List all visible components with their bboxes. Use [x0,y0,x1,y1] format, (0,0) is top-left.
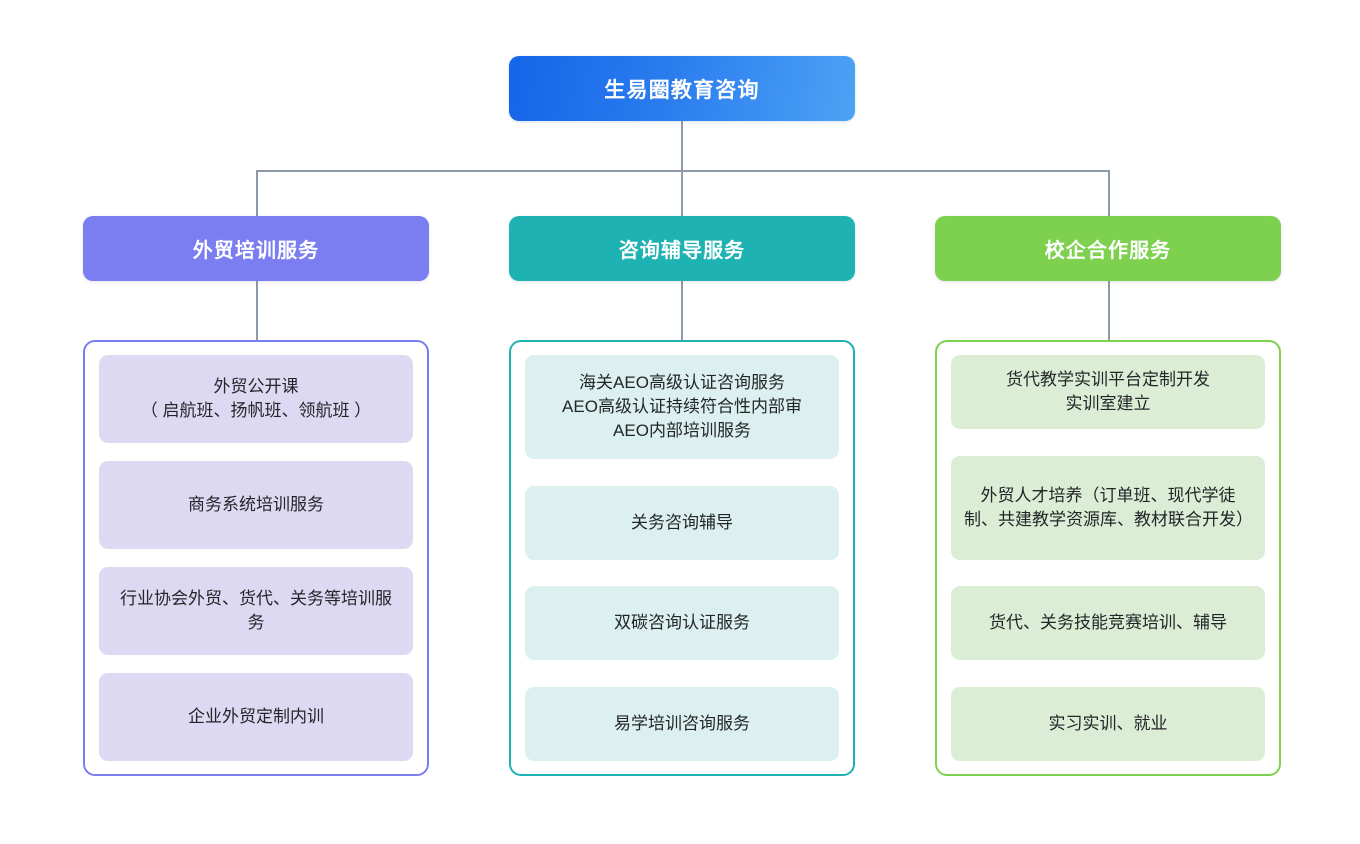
connector-horizontal-bus [256,170,1109,172]
list-item[interactable]: 实习实训、就业 [951,686,1265,761]
list-item[interactable]: 双碳咨询认证服务 [525,586,839,661]
connector-root-stem [681,121,683,171]
branch-header-label: 外贸培训服务 [192,240,320,262]
connector-drop-branch-3 [1108,170,1110,216]
branch-header-label: 校企合作服务 [1044,240,1172,262]
branch-column-consulting-tutoring: 咨询辅导服务 海关AEO高级认证咨询服务 AEO高级认证持续符合性内部审 AEO… [509,216,855,776]
connector-header-to-list-3 [1108,281,1110,340]
branch-column-foreign-trade-training: 外贸培训服务 外贸公开课 （ 启航班、扬帆班、领航班 ） 商务系统培训服务 行业… [83,216,429,776]
list-item[interactable]: 外贸人才培养（订单班、现代学徒制、共建教学资源库、教材联合开发） [951,455,1265,560]
branch-item-list-3: 货代教学实训平台定制开发 实训室建立 外贸人才培养（订单班、现代学徒制、共建教学… [935,340,1281,776]
branch-header-school-enterprise-cooperation[interactable]: 校企合作服务 [935,216,1281,281]
connector-drop-branch-1 [256,170,258,216]
list-item[interactable]: 关务咨询辅导 [525,485,839,560]
connector-header-to-list-1 [256,281,258,340]
list-item[interactable]: 易学培训咨询服务 [525,686,839,761]
branch-column-school-enterprise-cooperation: 校企合作服务 货代教学实训平台定制开发 实训室建立 外贸人才培养（订单班、现代学… [935,216,1281,776]
connector-drop-branch-2 [681,170,683,216]
list-item[interactable]: 商务系统培训服务 [99,461,413,549]
list-item[interactable]: 货代、关务技能竞赛培训、辅导 [951,586,1265,661]
connector-header-to-list-2 [681,281,683,340]
list-item[interactable]: 海关AEO高级认证咨询服务 AEO高级认证持续符合性内部审 AEO内部培训服务 [525,355,839,459]
root-node-education-consulting[interactable]: 生易圈教育咨询 [509,56,855,121]
branch-header-label: 咨询辅导服务 [618,240,746,262]
list-item[interactable]: 行业协会外贸、货代、关务等培训服务 [99,567,413,655]
branch-item-list-1: 外贸公开课 （ 启航班、扬帆班、领航班 ） 商务系统培训服务 行业协会外贸、货代… [83,340,429,776]
list-item[interactable]: 外贸公开课 （ 启航班、扬帆班、领航班 ） [99,355,413,443]
branch-header-consulting-tutoring[interactable]: 咨询辅导服务 [509,216,855,281]
branch-item-list-2: 海关AEO高级认证咨询服务 AEO高级认证持续符合性内部审 AEO内部培训服务 … [509,340,855,776]
list-item[interactable]: 货代教学实训平台定制开发 实训室建立 [951,355,1265,429]
list-item[interactable]: 企业外贸定制内训 [99,673,413,761]
branch-header-foreign-trade-training[interactable]: 外贸培训服务 [83,216,429,281]
root-node-label: 生易圈教育咨询 [604,78,760,102]
